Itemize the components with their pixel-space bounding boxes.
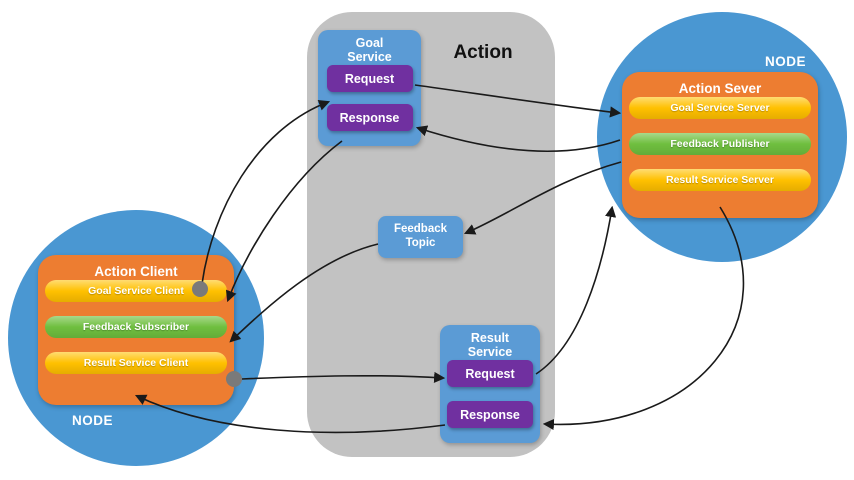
goal-service-server-pill: Goal Service Server [629,97,811,119]
feedback-subscriber-pill: Feedback Subscriber [45,316,227,338]
action-server-box: Action Sever Goal Service Server Feedbac… [622,72,818,218]
action-client-title: Action Client [94,264,178,279]
result-response-box: Response [447,401,533,428]
goal-service-title: Goal Service [347,36,392,65]
feedback-topic-box: Feedback Topic [378,216,463,258]
result-service-server-pill: Result Service Server [629,169,811,191]
goal-request-box: Request [326,65,413,92]
goal-service-box: Goal Service Request Response [318,30,421,146]
action-client-box: Action Client Goal Service Client Feedba… [38,255,234,405]
goal-response-box: Response [326,104,413,131]
feedback-publisher-pill: Feedback Publisher [629,133,811,155]
result-request-box: Request [447,360,533,387]
result-service-client-pill: Result Service Client [45,352,227,374]
server-node-label: NODE [765,54,807,69]
feedback-topic-title: Feedback Topic [393,223,448,249]
action-panel-title: Action [453,42,513,63]
client-node-label: NODE [72,413,114,428]
result-service-box: Result Service Request Response [440,325,540,443]
goal-service-client-pill: Goal Service Client [45,280,227,302]
action-server-title: Action Sever [678,81,762,96]
result-service-title: Result Service [467,331,513,360]
